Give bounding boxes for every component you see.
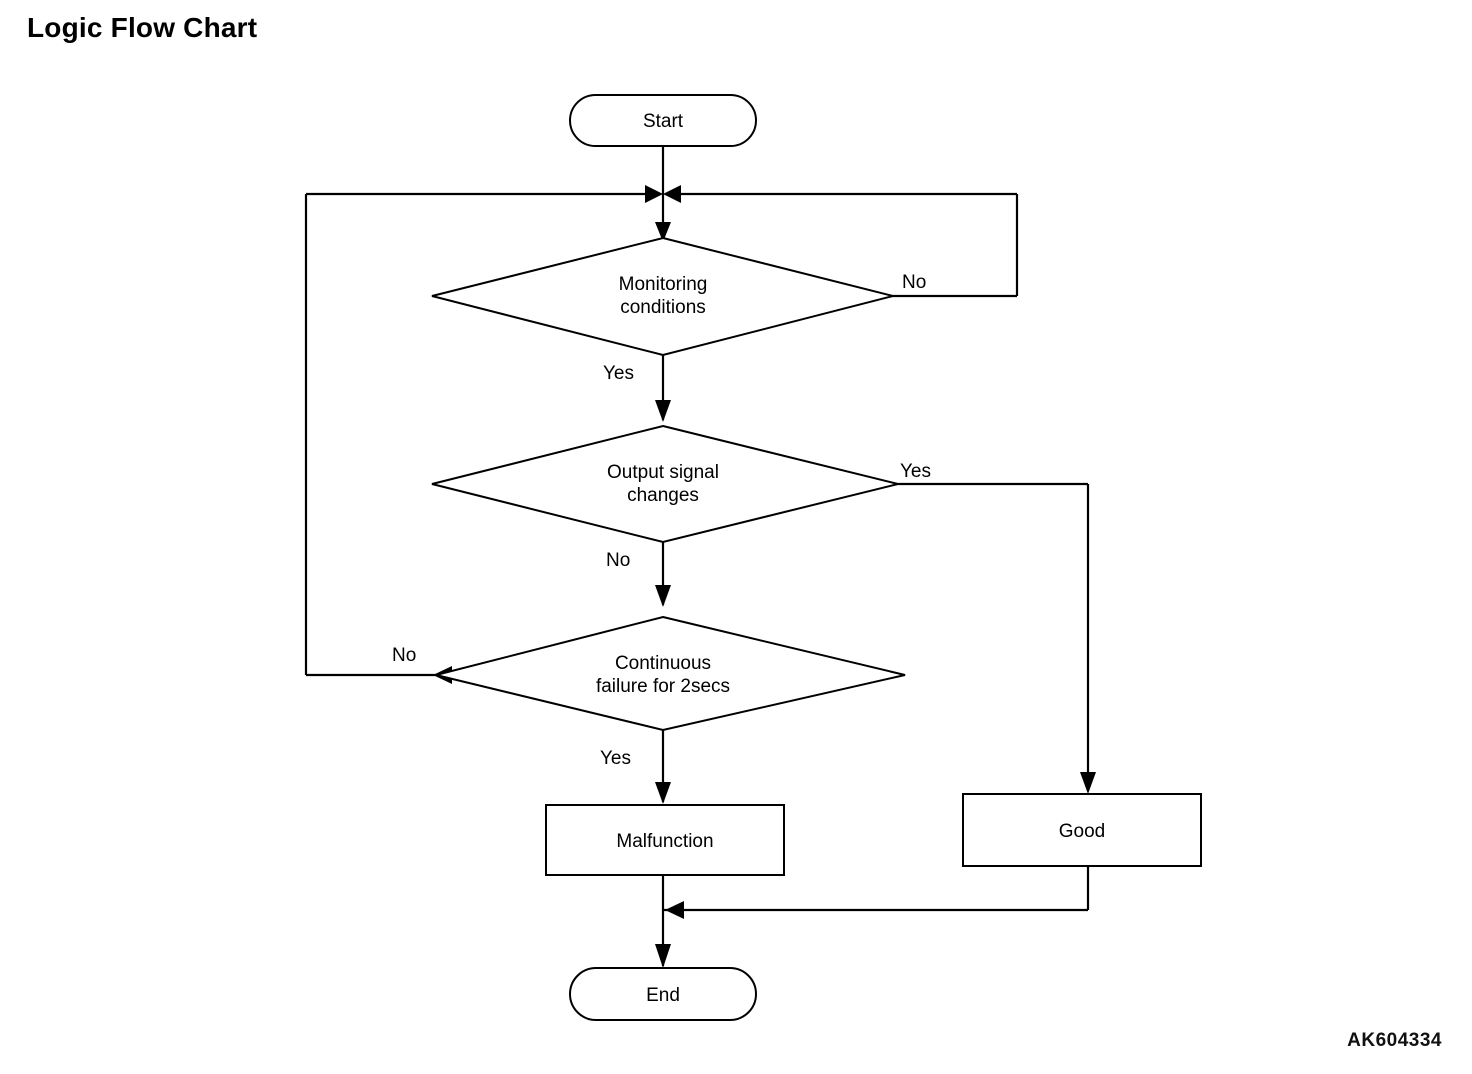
node-start[interactable]: Start bbox=[569, 94, 757, 147]
output-label-line1: Output signal bbox=[607, 462, 719, 483]
arrow-into-continuous bbox=[655, 585, 671, 607]
arrow-into-end bbox=[655, 944, 671, 968]
malfunction-label: Malfunction bbox=[616, 831, 713, 852]
start-shape bbox=[569, 94, 757, 147]
good-label: Good bbox=[1059, 821, 1105, 842]
arrow-into-monitoring bbox=[655, 222, 671, 242]
reference-code: AK604334 bbox=[1347, 1030, 1442, 1051]
continuous-shape bbox=[435, 615, 906, 732]
arrow-into-malfunction bbox=[655, 782, 671, 804]
start-label: Start bbox=[643, 111, 684, 132]
node-continuous-failure[interactable]: Continuous failure for 2secs bbox=[435, 615, 906, 732]
output-shape bbox=[431, 424, 899, 544]
edge-label-monitoring-no: No bbox=[902, 272, 926, 293]
node-malfunction[interactable]: Malfunction bbox=[545, 804, 785, 876]
node-good[interactable]: Good bbox=[962, 793, 1202, 867]
good-shape bbox=[962, 793, 1202, 867]
continuous-label-line2: failure for 2secs bbox=[596, 676, 730, 697]
node-end[interactable]: End bbox=[569, 967, 757, 1021]
end-shape bbox=[569, 967, 757, 1021]
continuous-label-line1: Continuous bbox=[615, 653, 711, 674]
monitoring-label-line2: conditions bbox=[620, 297, 706, 318]
monitoring-label-line1: Monitoring bbox=[619, 274, 708, 295]
node-output-signal-changes[interactable]: Output signal changes bbox=[431, 424, 899, 544]
node-monitoring-conditions[interactable]: Monitoring conditions bbox=[431, 236, 894, 357]
edge-labels: No Yes Yes No No Yes bbox=[392, 272, 931, 769]
end-label: End bbox=[646, 985, 680, 1006]
arrow-into-good bbox=[1080, 772, 1096, 794]
edge-label-output-no: No bbox=[606, 550, 630, 571]
edge-label-monitoring-yes: Yes bbox=[603, 363, 634, 384]
arrow-into-output bbox=[655, 400, 671, 422]
arrow-good-merge-left bbox=[665, 901, 684, 919]
page-title: Logic Flow Chart bbox=[27, 12, 258, 43]
junction-arrow-from-left bbox=[645, 185, 663, 203]
edge-label-continuous-yes: Yes bbox=[600, 748, 631, 769]
malfunction-shape bbox=[545, 804, 785, 876]
edge-label-output-yes: Yes bbox=[900, 461, 931, 482]
monitoring-shape bbox=[431, 236, 894, 357]
output-label-line2: changes bbox=[627, 485, 699, 506]
junction-arrow-from-right bbox=[663, 185, 681, 203]
edge-label-continuous-no: No bbox=[392, 645, 416, 666]
flow-connectors bbox=[304, 146, 1096, 968]
